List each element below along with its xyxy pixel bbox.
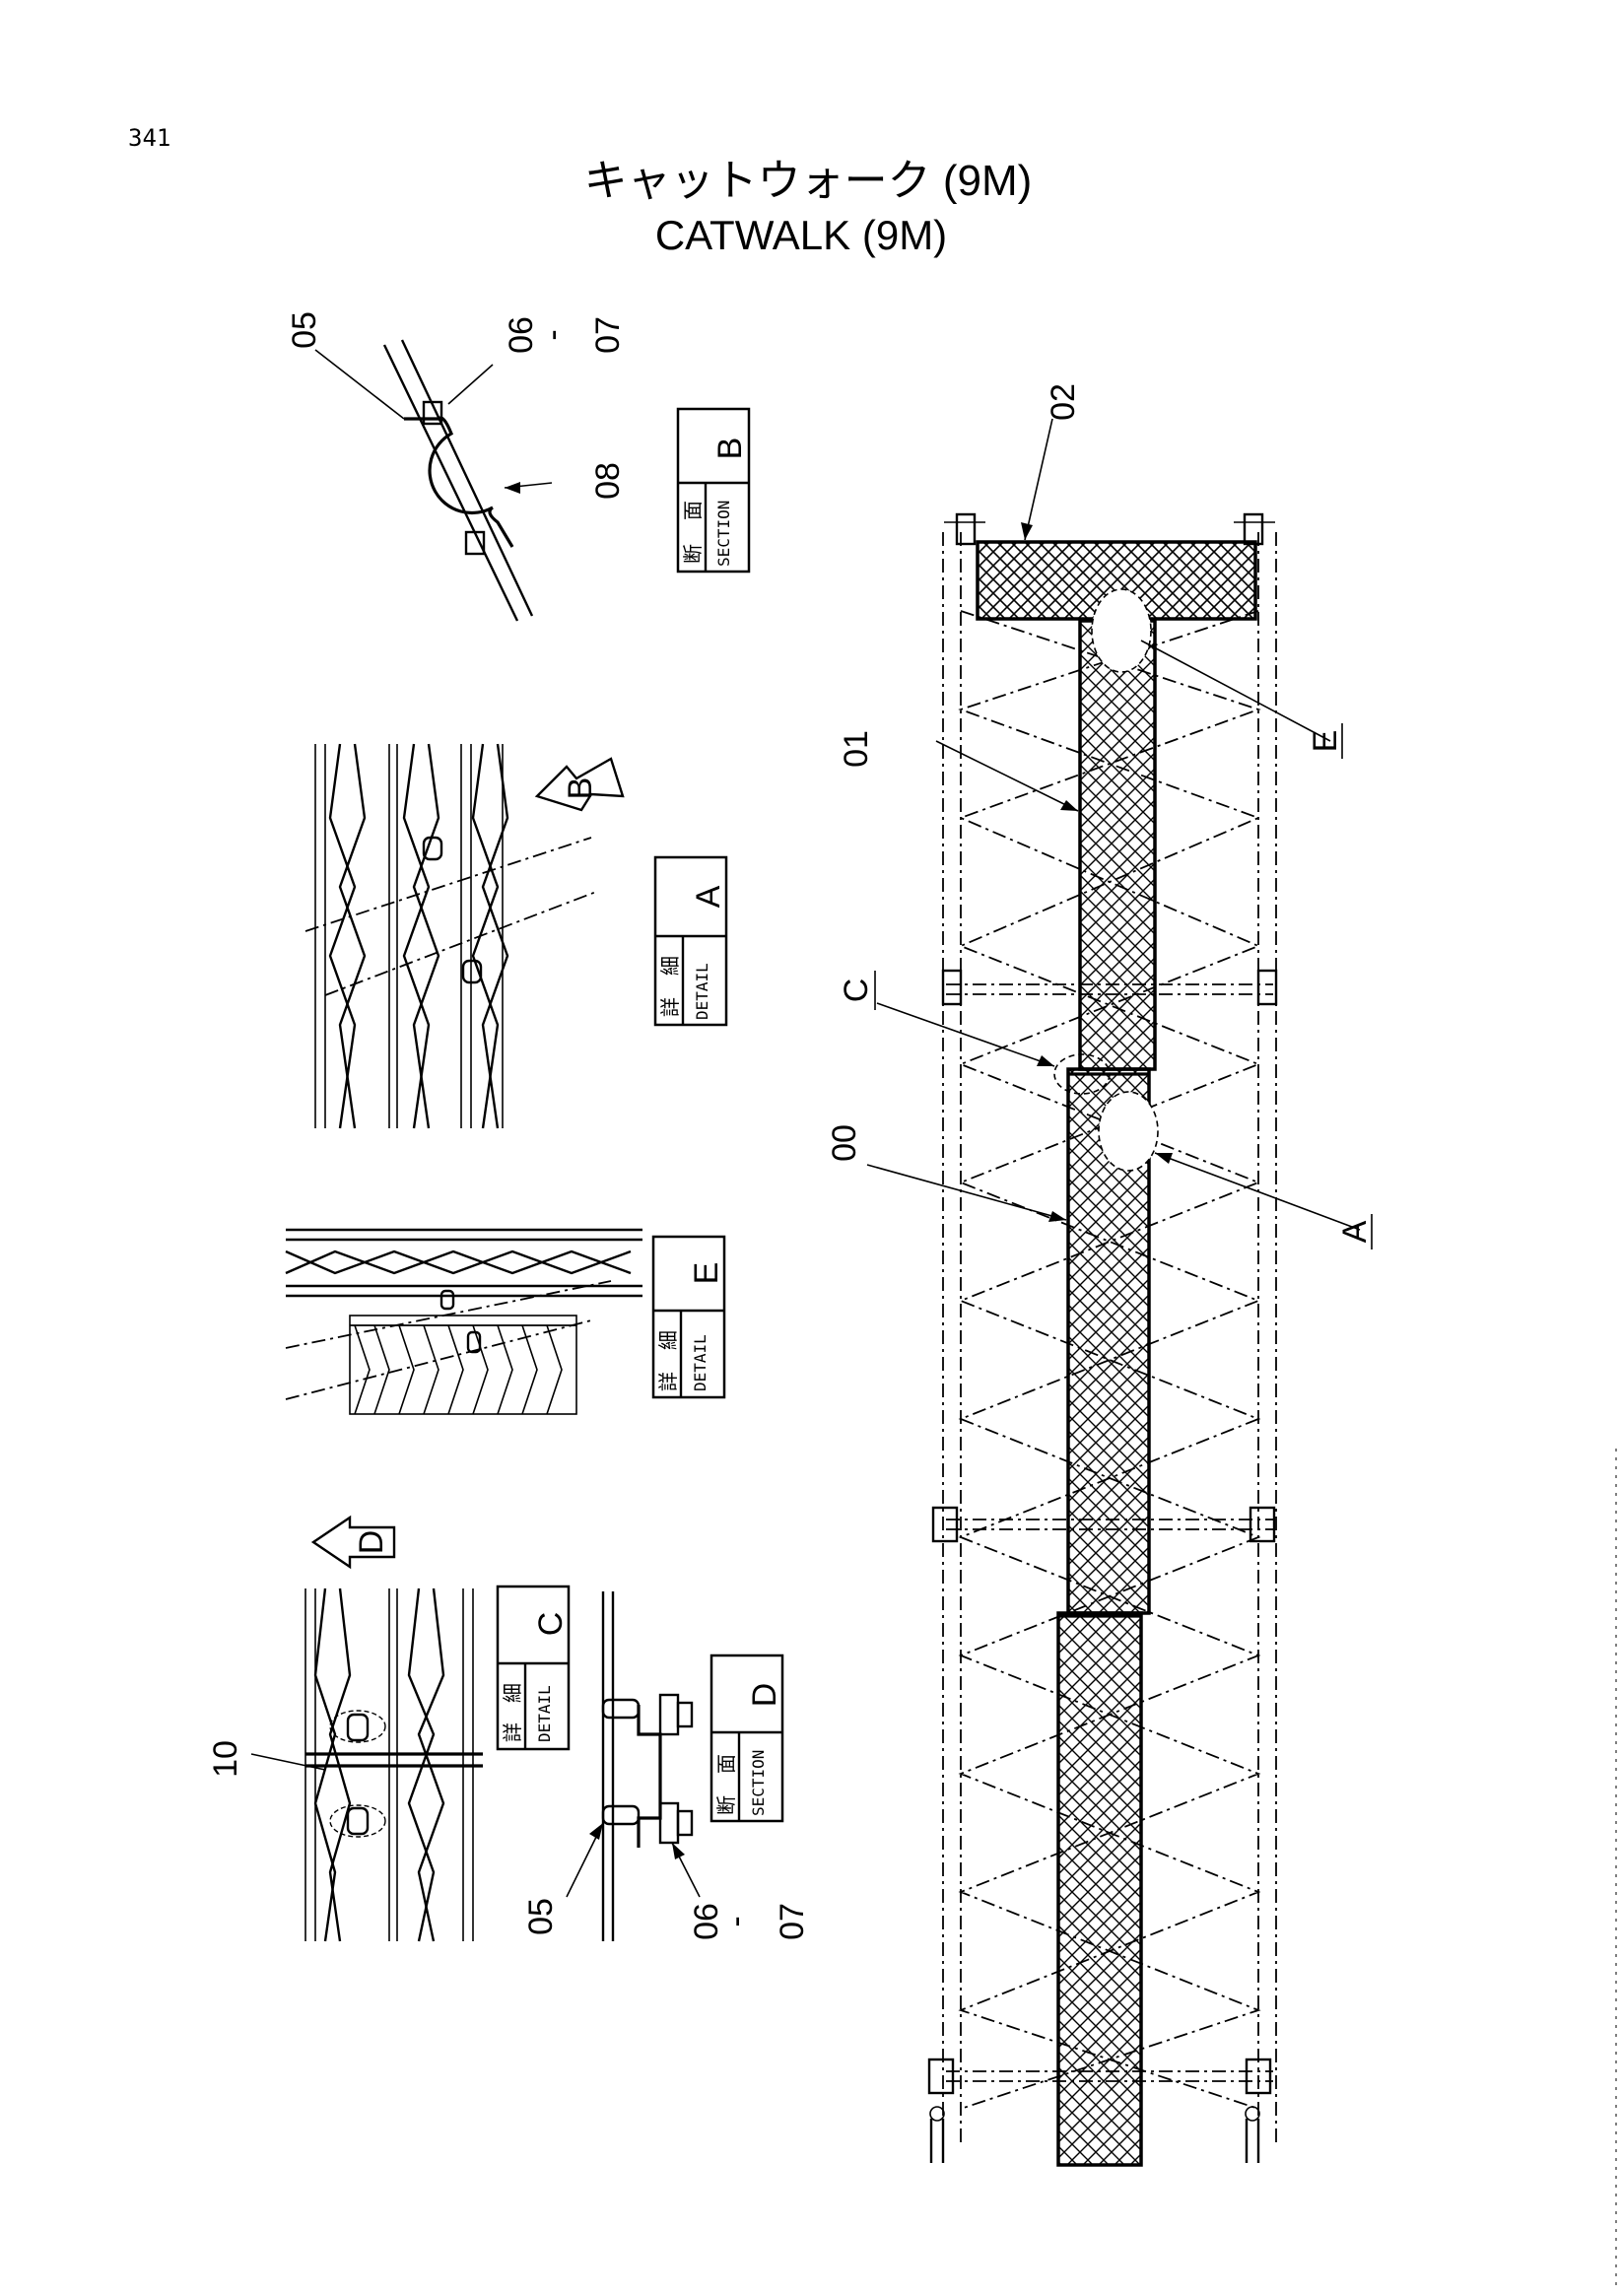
view-box-section-b: 断 面 SECTION B — [676, 407, 751, 574]
view-arrow-letter-d: D — [353, 1530, 390, 1555]
view-box-jp1: 断 — [682, 544, 705, 564]
view-box-detail-a: 詳 細 DETAIL A — [653, 855, 728, 1027]
callout-circle-e — [1091, 588, 1152, 673]
view-box-detail-e: 詳 細 DETAIL E — [651, 1235, 726, 1399]
callout-letter-c: C — [838, 979, 875, 1003]
view-box-jp2: 面 — [683, 501, 705, 520]
view-box-jp1: 詳 — [659, 997, 682, 1017]
detail-c-view: D 10 詳 細 DETAIL C — [207, 1515, 571, 1942]
part-label-05-b: 05 — [286, 311, 323, 349]
view-box-letter: C — [532, 1612, 570, 1637]
view-box-detail-c: 詳 細 DETAIL C — [496, 1585, 571, 1751]
view-box-jp1: 詳 — [657, 1372, 680, 1391]
part-label-05-d: 05 — [522, 1898, 560, 1935]
view-box-jp2: 細 — [659, 956, 682, 976]
callout-letter-e: E — [1307, 730, 1344, 753]
part-label-08: 08 — [589, 462, 627, 500]
view-box-letter: D — [746, 1683, 783, 1708]
title-english: CATWALK (9M) — [655, 212, 947, 258]
callout-circle-c — [1053, 1053, 1111, 1095]
detail-e-view: 詳 細 DETAIL E — [285, 1228, 726, 1415]
view-box-jp1: 断 — [715, 1795, 738, 1815]
view-box-section-d: 断 面 SECTION D — [709, 1654, 784, 1823]
view-arrow-d — [310, 1515, 396, 1570]
view-box-en: SECTION — [749, 1750, 768, 1816]
part-label-06-d: 06 — [688, 1903, 725, 1940]
section-d-view: 05 06 - 07 断 面 SECTION D — [522, 1591, 811, 1941]
page-number: 341 — [128, 124, 170, 152]
walkway-plate-01 — [1078, 619, 1157, 1071]
view-box-en: SECTION — [714, 501, 733, 567]
view-box-en: DETAIL — [535, 1685, 554, 1742]
detail-a-view: B 詳 細 DETAIL A — [304, 743, 728, 1129]
view-box-letter: E — [688, 1262, 725, 1285]
part-label-07-b: 07 — [589, 316, 627, 354]
range-dash-b: - — [534, 329, 572, 340]
part-label-00: 00 — [826, 1124, 863, 1162]
view-box-jp2: 細 — [502, 1683, 524, 1703]
callout-letter-a: A — [1336, 1220, 1374, 1243]
callout-circle-a — [1098, 1091, 1159, 1172]
part-label-06-b: 06 — [503, 316, 540, 354]
view-box-jp2: 細 — [657, 1330, 680, 1350]
view-box-en: DETAIL — [693, 963, 711, 1020]
part-label-01: 01 — [838, 730, 875, 768]
part-label-02: 02 — [1045, 383, 1082, 421]
walkway-plate-lower — [1056, 1611, 1143, 2167]
view-box-en: DETAIL — [691, 1334, 709, 1391]
catwalk-main-assembly: 02 01 00 C E A — [826, 383, 1374, 2167]
view-box-jp2: 面 — [716, 1754, 738, 1774]
view-box-jp1: 詳 — [502, 1722, 524, 1742]
view-arrow-b — [534, 757, 625, 812]
view-box-letter: A — [690, 885, 727, 908]
part-label-07-d: 07 — [774, 1903, 811, 1940]
title-japanese: キャットウォーク (9M) — [584, 157, 1033, 205]
view-arrow-letter-b: B — [562, 777, 599, 800]
view-box-letter: B — [711, 438, 749, 460]
part-label-10: 10 — [207, 1740, 244, 1778]
section-b-view: 05 06 - 07 08 断 面 SECTION B — [286, 311, 751, 622]
range-dash-d: - — [717, 1916, 755, 1926]
